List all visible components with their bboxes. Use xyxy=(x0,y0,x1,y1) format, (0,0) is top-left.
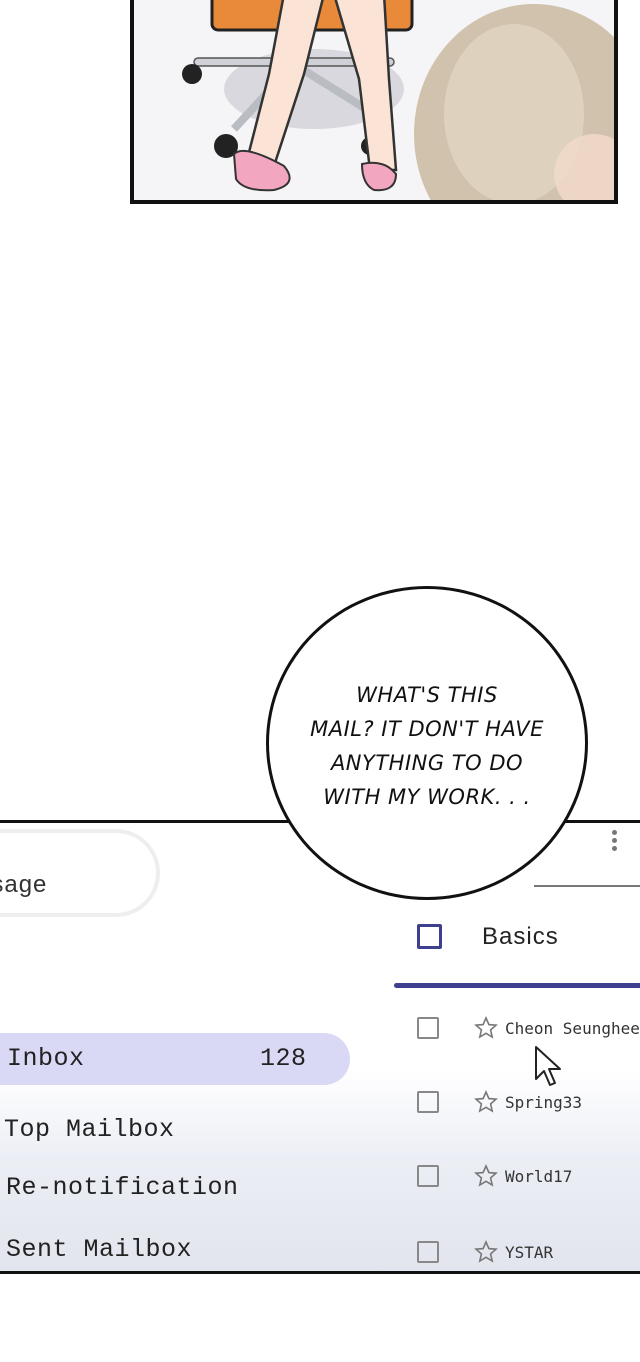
sidebar-item-re-notification[interactable]: Re-notification xyxy=(6,1173,239,1202)
comic-panel-illustration xyxy=(130,0,618,204)
bubble-line-4: with my work. . . xyxy=(323,785,531,809)
message-row[interactable]: World17 xyxy=(0,1157,640,1197)
row-checkbox[interactable] xyxy=(417,1165,439,1187)
compose-button-label: essage xyxy=(0,871,48,898)
message-row[interactable]: YSTAR xyxy=(0,1233,640,1271)
bubble-line-3: anything to do xyxy=(330,751,524,775)
tab-active-indicator xyxy=(394,983,640,988)
bubble-line-2: mail? It don't have xyxy=(310,717,544,741)
mail-client-window: essage Basics Inbox 128 Top Mailbox Re-n… xyxy=(0,820,640,1274)
more-options-icon[interactable] xyxy=(608,827,620,857)
toolbar-divider xyxy=(534,885,640,887)
bubble-line-1: What's this xyxy=(356,683,498,707)
sidebar-item-inbox[interactable]: Inbox 128 xyxy=(0,1033,350,1085)
star-outline-icon[interactable] xyxy=(474,1016,498,1040)
sender-name: Spring33 xyxy=(505,1093,583,1112)
unread-count: 128 xyxy=(260,1044,307,1073)
message-row[interactable]: Cheon Seunghee xyxy=(0,1009,640,1049)
row-checkbox[interactable] xyxy=(417,1091,439,1113)
row-checkbox[interactable] xyxy=(417,1017,439,1039)
star-outline-icon[interactable] xyxy=(474,1240,498,1264)
select-all-checkbox[interactable] xyxy=(417,924,442,949)
star-outline-icon[interactable] xyxy=(474,1090,498,1114)
sender-name: World17 xyxy=(505,1167,573,1186)
compose-message-button[interactable]: essage xyxy=(0,829,160,917)
message-row[interactable]: Spring33 xyxy=(0,1083,640,1123)
sender-name: YSTAR xyxy=(505,1243,554,1262)
speech-bubble-text: What's this mail? It don't have anything… xyxy=(297,678,557,814)
star-outline-icon[interactable] xyxy=(474,1164,498,1188)
sidebar-item-label: Inbox xyxy=(7,1044,85,1073)
sender-name: Cheon Seunghee xyxy=(505,1019,640,1038)
sidebar-item-sent-mailbox[interactable]: Sent Mailbox xyxy=(6,1235,193,1264)
row-checkbox[interactable] xyxy=(417,1241,439,1263)
mouse-cursor-icon xyxy=(535,1046,561,1086)
speech-bubble: What's this mail? It don't have anything… xyxy=(266,586,588,900)
tab-basics[interactable]: Basics xyxy=(482,923,559,950)
sidebar-item-top-mailbox[interactable]: Top Mailbox xyxy=(4,1115,175,1144)
office-chair-scene xyxy=(134,0,614,200)
